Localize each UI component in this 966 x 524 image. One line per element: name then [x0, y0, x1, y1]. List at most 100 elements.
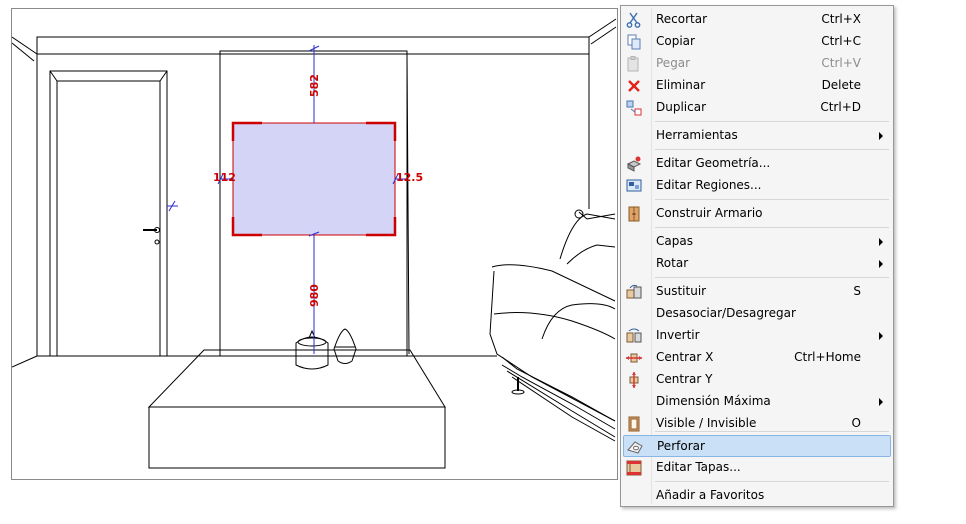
menu-item-label: Dimensión Máxima [656, 394, 771, 408]
menu-item-invertir[interactable]: Invertir [623, 325, 891, 347]
menu-item-label: Editar Regiones... [656, 178, 762, 192]
menu-item-shortcut: Ctrl+X [821, 12, 861, 26]
dimension-label-top: 582 [308, 74, 321, 97]
menu-item-label: Sustituir [656, 284, 707, 298]
menu-separator [655, 149, 889, 150]
sofa-side [501, 356, 616, 422]
submenu-arrow-icon [879, 398, 883, 406]
menu-item-editar-regiones[interactable]: Editar Regiones... [623, 175, 891, 197]
dimension-tick-top [308, 45, 320, 52]
sofa-cushion [541, 303, 616, 340]
sofa-cushion-3 [566, 244, 616, 265]
dimension-label-bottom: 980 [308, 284, 321, 307]
menu-item-rotar[interactable]: Rotar [623, 253, 891, 275]
menu-item-capas[interactable]: Capas [623, 231, 891, 253]
dimension-label-left: 112 [213, 171, 236, 184]
floor-left [12, 355, 38, 368]
scissors-icon [625, 11, 643, 29]
selected-picture[interactable] [232, 122, 396, 236]
dimension-tick-door [168, 200, 176, 212]
menu-item-construir-armario[interactable]: Construir Armario [623, 203, 891, 225]
menu-item-label: Rotar [656, 256, 689, 270]
vase-1 [295, 336, 329, 370]
sofa-cushion-2 [559, 213, 616, 260]
menu-item-label: Copiar [656, 34, 695, 48]
edit-covers-icon [625, 459, 643, 477]
sofa-lower [501, 364, 616, 430]
menu-item-herramientas[interactable]: Herramientas [623, 125, 891, 147]
menu-item-sustituir[interactable]: Sustituir S [623, 281, 891, 303]
menu-item-label: Centrar X [656, 350, 714, 364]
menu-item-pegar[interactable]: Pegar Ctrl+V [623, 53, 891, 75]
door-lock [154, 239, 160, 245]
sofa-back [491, 264, 616, 302]
ceiling-left-edge-2 [12, 42, 35, 62]
ceiling-right-edge [588, 18, 617, 38]
menu-separator [655, 121, 889, 122]
door-handle-knob [154, 227, 160, 233]
sofa-lower-2 [506, 370, 616, 438]
menu-item-editar-geometria[interactable]: Editar Geometría... [623, 153, 891, 175]
door-jamb-2 [159, 70, 168, 82]
door-panel [56, 80, 161, 357]
vase-2 [333, 328, 357, 364]
lamp-head [574, 209, 584, 219]
dimension-tick-right [392, 173, 399, 185]
menu-item-copiar[interactable]: Copiar Ctrl+C [623, 31, 891, 53]
replace-icon [625, 283, 643, 301]
lamp-arm [578, 211, 616, 220]
menu-item-label: Centrar Y [656, 372, 713, 386]
menu-item-label: Duplicar [656, 100, 707, 114]
menu-item-shortcut: S [853, 284, 861, 298]
menu-item-label: Desasociar/Desagregar [656, 306, 796, 320]
menu-item-anadir-a-favoritos[interactable]: Añadir a Favoritos [623, 485, 891, 507]
handle-top-left [231, 121, 262, 141]
room-scene: 582 980 112 12.5 [12, 18, 617, 469]
sofa-seat [493, 312, 616, 340]
vase-1-top [297, 337, 327, 347]
visibility-icon [625, 415, 643, 433]
ceiling-left-edge [12, 36, 38, 55]
paste-icon [625, 55, 643, 73]
handle-bottom-right [366, 217, 397, 237]
menu-separator [655, 227, 889, 228]
menu-item-shortcut: Ctrl+C [821, 34, 861, 48]
panel-shadow [406, 52, 410, 355]
submenu-arrow-icon [879, 332, 883, 340]
menu-item-editar-tapas[interactable]: Editar Tapas... [623, 457, 891, 479]
menu-gutter [651, 8, 652, 504]
wardrobe-icon [625, 205, 643, 223]
sofa-lower-3 [511, 376, 616, 442]
center-x-icon [625, 349, 643, 367]
handle-bottom-left [231, 217, 262, 237]
menu-item-dimension-maxima[interactable]: Dimensión Máxima [623, 391, 891, 413]
menu-item-label: Invertir [656, 328, 700, 342]
selection-handles [231, 121, 397, 237]
edit-geometry-icon [625, 155, 643, 173]
3d-viewport[interactable]: 582 980 112 12.5 [11, 8, 618, 480]
door-frame [49, 70, 168, 357]
submenu-arrow-icon [879, 238, 883, 246]
menu-item-shortcut: Ctrl+V [821, 56, 861, 70]
menu-item-perforar[interactable]: Perforar [623, 435, 891, 457]
handle-top-right [366, 121, 397, 141]
menu-separator [655, 431, 889, 432]
menu-item-centrar-y[interactable]: Centrar Y [623, 369, 891, 391]
menu-item-label: Pegar [656, 56, 691, 70]
dimension-label-right: 12.5 [396, 171, 423, 184]
cornice [36, 36, 590, 54]
center-y-icon [625, 371, 643, 389]
menu-item-label: Añadir a Favoritos [656, 488, 765, 502]
delete-x-icon [625, 77, 643, 95]
coffee-table-front [148, 406, 446, 469]
menu-item-desasociar-desagregar[interactable]: Desasociar/Desagregar [623, 303, 891, 325]
menu-item-label: Herramientas [656, 128, 738, 142]
menu-item-label: Construir Armario [656, 206, 763, 220]
menu-separator [655, 481, 889, 482]
